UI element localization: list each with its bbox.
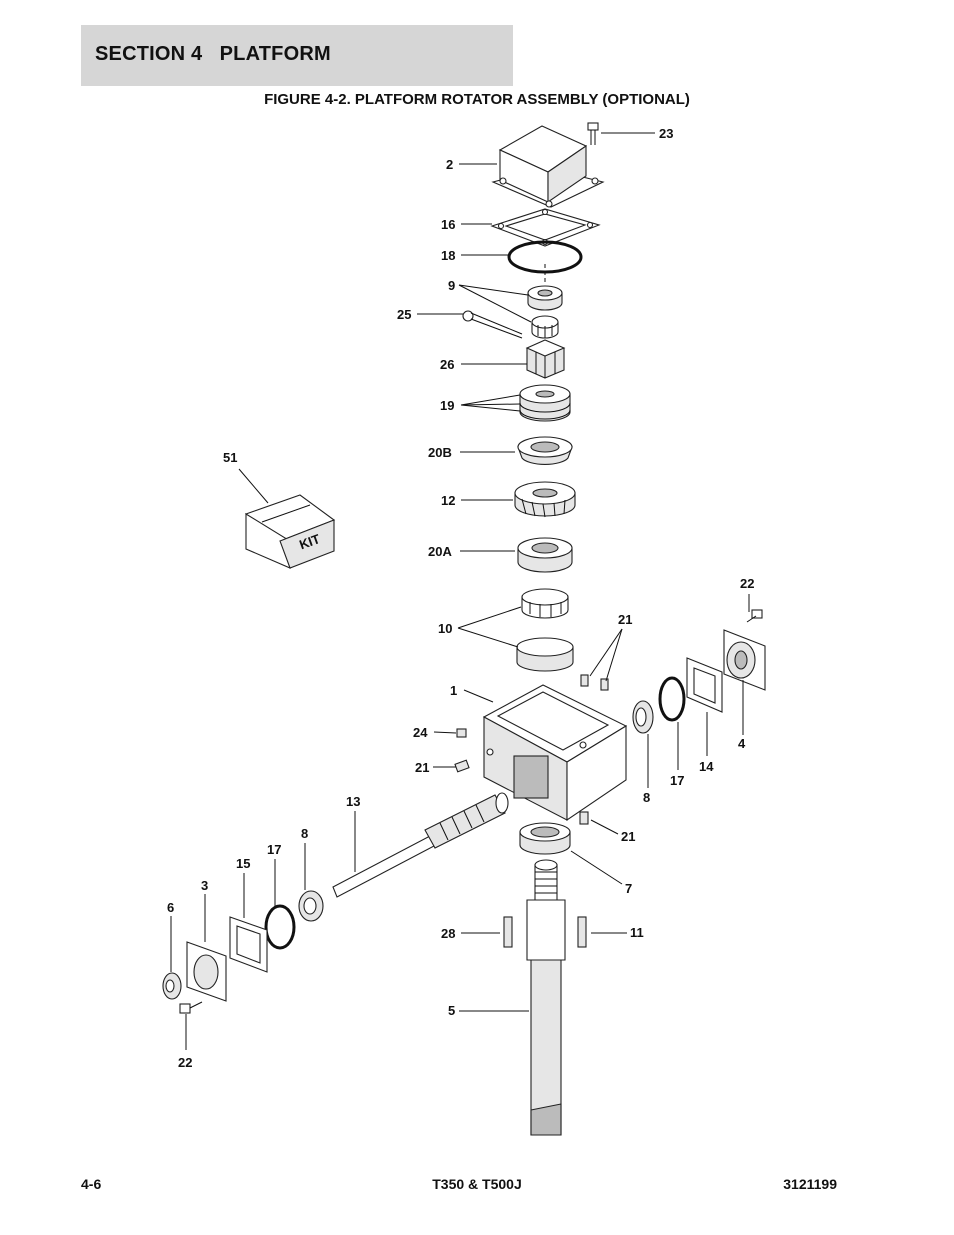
part-gearbox-housing-1 [482, 684, 628, 822]
figure-title: FIGURE 4-2. PLATFORM ROTATOR ASSEMBLY (O… [264, 91, 690, 108]
part-set-screws-21 [454, 674, 609, 825]
callout-6: 6 [167, 900, 174, 915]
callout-15: 15 [236, 856, 250, 871]
part-gasket-16 [490, 208, 601, 247]
part-kit-box-51: KIT [244, 494, 336, 569]
callout-21-bottom: 21 [621, 829, 635, 844]
callout-28: 28 [441, 926, 455, 941]
part-spindle-5 [526, 859, 566, 1136]
callout-22-top: 22 [740, 576, 754, 591]
leader-lines [170, 132, 750, 1050]
callout-14: 14 [699, 759, 714, 774]
callout-16: 16 [441, 217, 455, 232]
part-gasket-14 [686, 657, 723, 713]
part-bolt-22-left [179, 1001, 203, 1014]
callout-20a: 20A [428, 544, 452, 559]
part-gasket-15 [229, 916, 268, 973]
part-end-cover-4 [723, 629, 766, 691]
callout-9: 9 [448, 278, 455, 293]
callout-51: 51 [223, 450, 237, 465]
callout-22-bottom: 22 [178, 1055, 192, 1070]
part-worm-shaft-13 [332, 792, 509, 898]
callout-3: 3 [201, 878, 208, 893]
part-bearing-10 [516, 588, 574, 672]
kit-box-label: KIT [297, 531, 322, 552]
part-bolt-22-right [746, 609, 763, 623]
callout-11: 11 [630, 925, 644, 940]
part-bevel-gear-12 [514, 481, 576, 518]
part-cover-2 [491, 125, 605, 208]
callout-10: 10 [438, 621, 452, 636]
part-bearing-9 [527, 285, 563, 339]
part-seal-6 [162, 972, 182, 1000]
part-bearing-7 [519, 822, 571, 855]
callout-7: 7 [625, 881, 632, 896]
callout-8-right: 8 [643, 790, 650, 805]
callout-17-left: 17 [267, 842, 281, 857]
part-seal-8-left [298, 890, 324, 922]
callout-24: 24 [413, 725, 428, 740]
footer-doc-number: 3121199 [783, 1176, 837, 1192]
part-end-cover-3 [186, 941, 227, 1002]
footer-page-number: 4-6 [81, 1176, 102, 1192]
part-o-ring-17-left [264, 904, 296, 950]
part-o-ring-17-right [658, 676, 686, 722]
callout-19: 19 [440, 398, 454, 413]
callout-17-right: 17 [670, 773, 684, 788]
part-fitting-24 [456, 728, 467, 738]
part-cotter-pin-25 [462, 310, 523, 339]
part-washers-19 [519, 384, 571, 422]
callout-1: 1 [450, 683, 457, 698]
callout-8-left: 8 [301, 826, 308, 841]
footer-model: T350 & T500J [432, 1176, 522, 1192]
callout-21-top: 21 [618, 612, 632, 627]
callout-23: 23 [659, 126, 673, 141]
callout-18: 18 [441, 248, 455, 263]
callout-12: 12 [441, 493, 455, 508]
section-header-band: SECTION 4 PLATFORM [81, 25, 513, 86]
part-key-11 [577, 916, 587, 948]
callout-21-left: 21 [415, 760, 429, 775]
part-key-28 [503, 916, 513, 948]
callout-2: 2 [446, 157, 453, 172]
callout-5: 5 [448, 1003, 455, 1018]
callout-4: 4 [738, 736, 746, 751]
callout-13: 13 [346, 794, 360, 809]
part-bearing-cup-20b [517, 436, 573, 465]
part-bearing-cup-20a [517, 537, 573, 573]
callout-20b: 20B [428, 445, 452, 460]
part-seal-8-right [632, 700, 654, 734]
callout-26: 26 [440, 357, 454, 372]
section-title: SECTION 4 PLATFORM [95, 43, 331, 65]
callout-25: 25 [397, 307, 411, 322]
part-bolt-23 [587, 122, 599, 145]
part-castle-nut-26 [525, 339, 566, 379]
